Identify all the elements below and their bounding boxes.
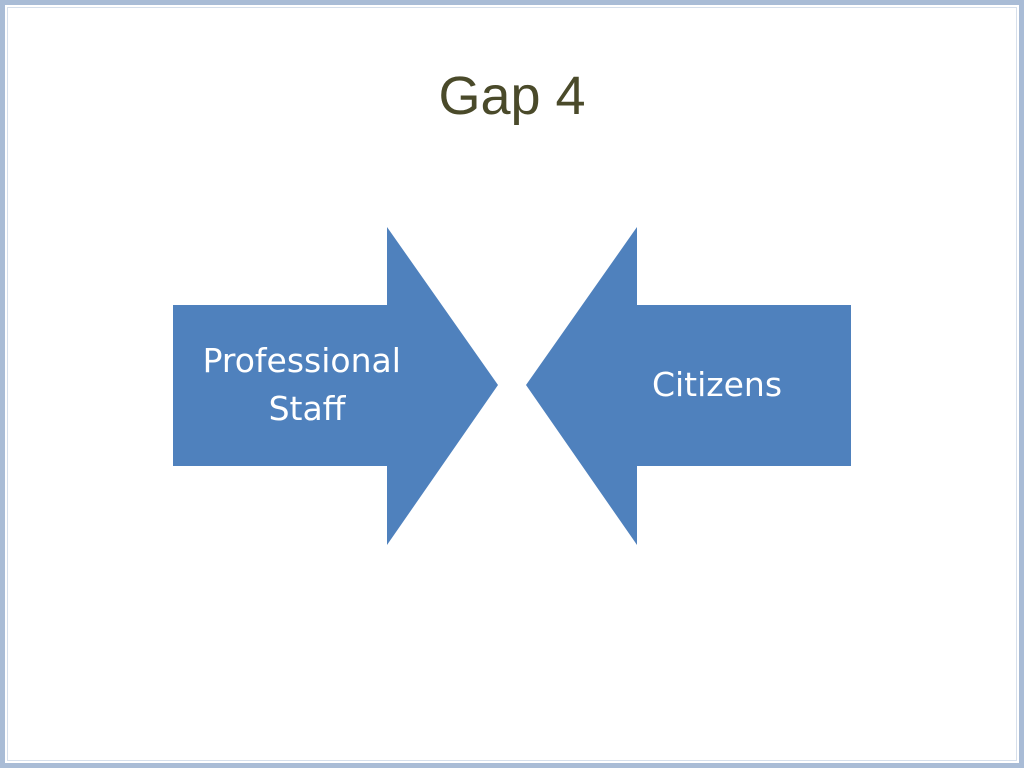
left-arrow-shape xyxy=(173,227,498,545)
left-arrow-label: Professional Staff xyxy=(203,341,412,428)
right-arrow-label-line-1: Citizens xyxy=(652,365,782,404)
left-arrow-label-line-1: Professional xyxy=(203,341,401,380)
slide-title: Gap 4 xyxy=(438,66,586,126)
slide-inner-border xyxy=(7,7,1017,761)
right-arrow-shape xyxy=(526,227,851,545)
right-arrow: Citizens xyxy=(526,227,851,545)
right-arrow-label: Citizens xyxy=(652,365,782,404)
left-arrow-label-line-2: Staff xyxy=(269,389,347,428)
left-arrow: Professional Staff xyxy=(173,227,498,545)
